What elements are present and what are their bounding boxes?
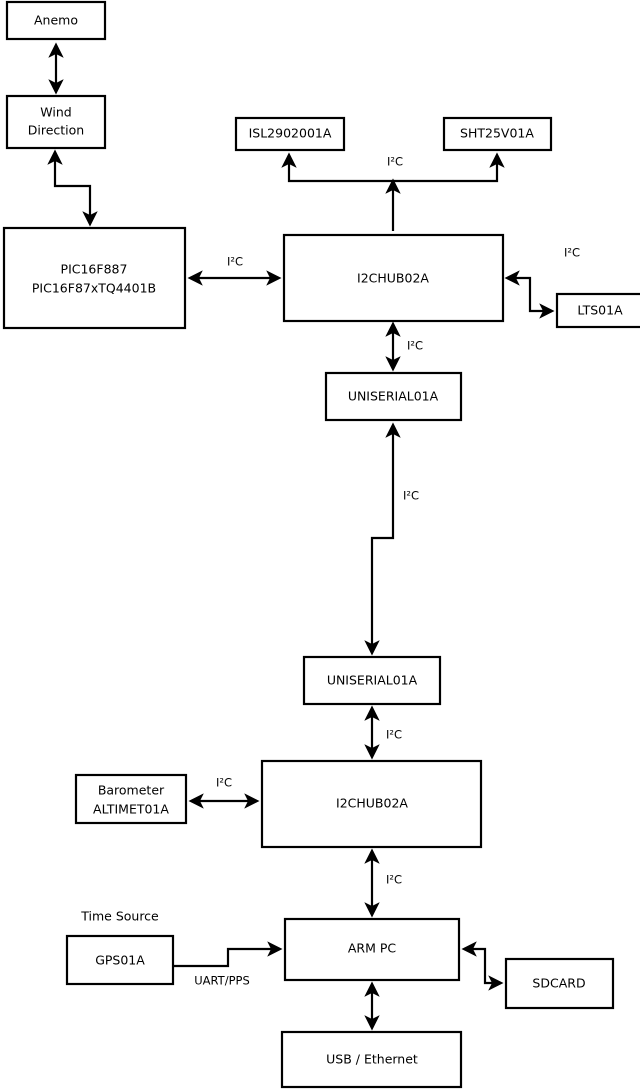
connector-barometer-hubbottom: I²C — [188, 776, 260, 809]
node-anemo[interactable]: Anemo — [5, 0, 107, 41]
node-label-usb-ethernet: USB / Ethernet — [326, 1052, 418, 1067]
node-uniserial01a-bottom[interactable]: UNISERIAL01A — [302, 655, 442, 706]
node-barometer-altimet01a[interactable]: Barometer ALTIMET01A — [74, 773, 188, 825]
connector-armpc-sdcard — [461, 941, 504, 991]
node-label-uniserial-bottom: UNISERIAL01A — [327, 673, 418, 688]
connector-pic-hubtop: I²C — [187, 255, 282, 286]
node-i2chub02a-bottom[interactable]: I2CHUB02A — [260, 759, 483, 849]
node-label-anemo: Anemo — [34, 13, 78, 28]
node-label-sdcard: SDCARD — [532, 976, 585, 991]
edge-label-hub-sensors: I²C — [387, 155, 403, 169]
node-usb-ethernet[interactable]: USB / Ethernet — [280, 1030, 463, 1089]
node-lts01a[interactable]: LTS01A — [555, 292, 640, 329]
node-label-hub-top: I2CHUB02A — [357, 271, 429, 286]
node-label-pic-line1: PIC16F887 — [61, 262, 128, 277]
edge-label-gps-armpc: UART/PPS — [194, 974, 250, 988]
node-label-sht: SHT25V01A — [460, 126, 534, 141]
node-label-uniserial-top: UNISERIAL01A — [348, 389, 439, 404]
edge-label-hub-lts: I²C — [564, 246, 580, 260]
edge-label-pic-hub: I²C — [227, 255, 243, 269]
node-arm-pc[interactable]: ARM PC — [283, 917, 461, 982]
node-isl2902001a[interactable]: ISL2902001A — [234, 116, 346, 152]
edge-label-hub-uniserial: I²C — [407, 339, 423, 353]
connector-hubtop-sensors: I²C — [281, 152, 505, 231]
connector-uniserial-link: I²C — [364, 422, 419, 656]
node-gps01a[interactable]: GPS01A — [65, 934, 175, 986]
node-sht25v01a[interactable]: SHT25V01A — [442, 116, 553, 152]
node-label-hub-bottom: I2CHUB02A — [336, 796, 408, 811]
node-i2chub02a-top[interactable]: I2CHUB02A — [282, 233, 505, 323]
node-label-wind-direction-line1: Wind — [40, 105, 71, 120]
node-label-gps: GPS01A — [95, 953, 145, 968]
node-pic-microcontroller[interactable]: PIC16F887 PIC16F87xTQ4401B — [2, 226, 187, 330]
node-wind-direction[interactable]: Wind Direction — [5, 94, 107, 150]
node-label-arm-pc: ARM PC — [348, 941, 397, 956]
edge-label-barometer-hub: I²C — [216, 776, 232, 790]
edge-label-uniserial-hub: I²C — [386, 728, 402, 742]
connector-pic-winddirection — [47, 149, 98, 227]
node-label-barometer-line2: ALTIMET01A — [93, 802, 169, 817]
node-label-barometer-line1: Barometer — [98, 783, 165, 798]
edge-label-hub-armpc: I²C — [386, 873, 402, 887]
node-sdcard[interactable]: SDCARD — [504, 957, 615, 1010]
node-label-pic-line2: PIC16F87xTQ4401B — [32, 281, 156, 296]
node-label-wind-direction-line2: Direction — [28, 123, 84, 138]
connector-uniserialbottom-hubbottom: I²C — [364, 705, 402, 760]
connector-hubtop-uniserialtop: I²C — [385, 321, 423, 372]
connector-hubtop-lts: I²C — [504, 246, 580, 319]
connector-hubbottom-armpc: I²C — [364, 848, 402, 918]
connector-gps-armpc: UART/PPS — [173, 941, 283, 988]
node-label-isl: ISL2902001A — [249, 126, 332, 141]
edge-label-uniserial-link: I²C — [403, 489, 419, 503]
label-time-source: Time Source — [80, 909, 159, 924]
node-uniserial01a-top[interactable]: UNISERIAL01A — [324, 371, 463, 422]
node-label-lts: LTS01A — [577, 303, 623, 318]
